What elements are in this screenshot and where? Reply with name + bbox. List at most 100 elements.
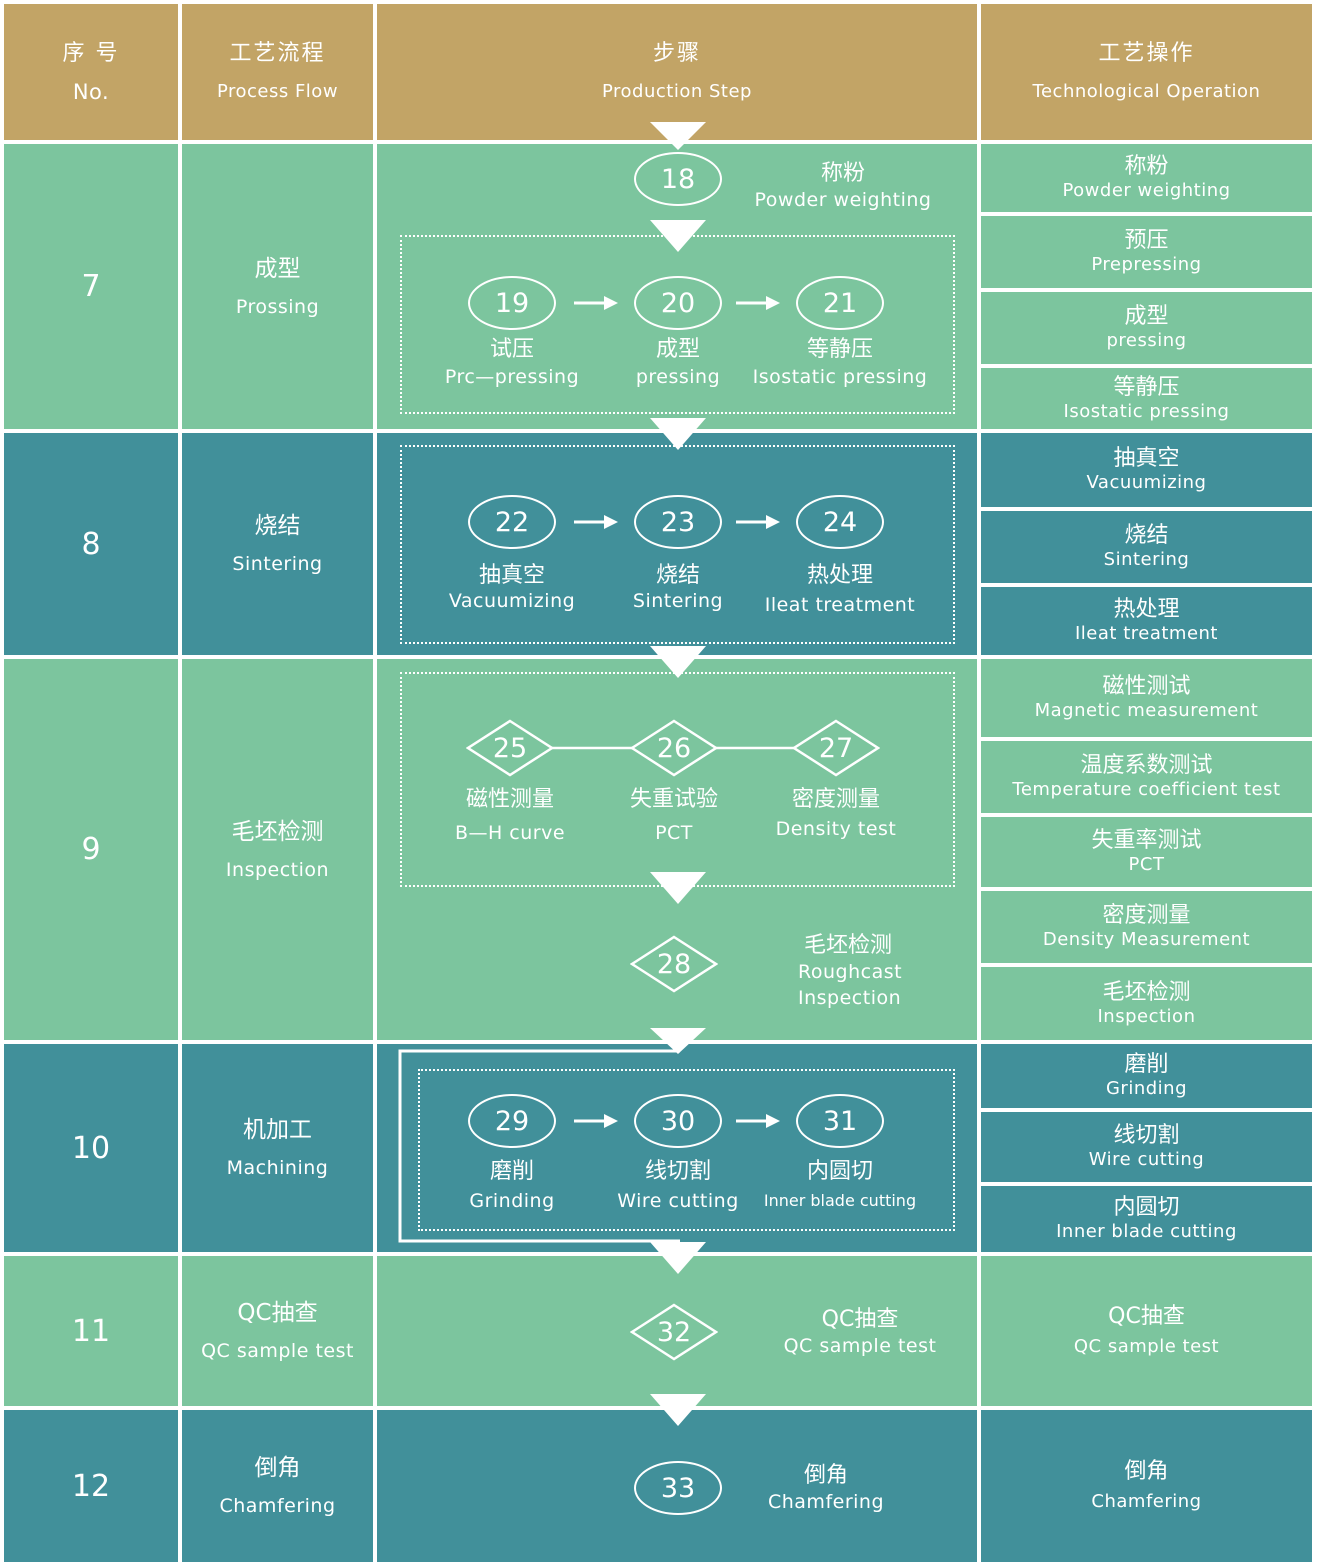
- step-node-29: 29: [468, 1094, 556, 1148]
- down-arrow: [650, 1028, 706, 1054]
- step-node-25: 25: [466, 719, 554, 777]
- step-label-28: 毛坯检测 Roughcast Inspection: [780, 932, 930, 1011]
- row-8-no: 8: [4, 433, 178, 655]
- flow-en: QC sample test: [201, 1340, 354, 1362]
- op-en: Inspection: [1097, 1005, 1196, 1027]
- row-no: 7: [81, 269, 101, 304]
- flow-zh: 机加工: [243, 1117, 312, 1143]
- row-no: 8: [81, 526, 101, 562]
- step-zh: QC抽查: [821, 1307, 899, 1332]
- step-zh: 线切割: [644, 1159, 711, 1184]
- right-arrow: [736, 1114, 780, 1128]
- op-en: pressing: [1106, 330, 1187, 351]
- row-9-flow: 毛坯检测 Inspection: [182, 659, 373, 1040]
- flow-zh: 毛坯检测: [231, 818, 324, 845]
- step-zh: 失重试验: [629, 787, 718, 812]
- step-node-20: 20: [634, 276, 722, 330]
- header-no-en: No.: [72, 80, 110, 104]
- op-en: PCT: [1128, 854, 1165, 875]
- op-en: Vacuumizing: [1086, 472, 1207, 493]
- step-en: Wire cutting: [617, 1190, 739, 1212]
- connector-line: [550, 746, 796, 750]
- step-num: 24: [822, 506, 858, 538]
- flow-zh: 成型: [254, 255, 301, 282]
- header-no-zh: 序 号: [62, 41, 120, 66]
- op-zh: QC抽查: [1108, 1304, 1185, 1329]
- op-en: Density Measurement: [1042, 929, 1251, 950]
- op-en: Prepressing: [1091, 254, 1202, 275]
- step-en: Inspection: [798, 987, 902, 1009]
- step-node-21: 21: [796, 276, 884, 330]
- row-no: 12: [71, 1468, 111, 1504]
- step-en: Roughcast: [798, 961, 903, 983]
- step-num: 23: [660, 506, 696, 538]
- step-label-20: 成型 pressing: [578, 336, 778, 390]
- header-op-zh: 工艺操作: [1098, 41, 1195, 66]
- flow-en: Machining: [226, 1157, 329, 1179]
- row-12-no: 12: [4, 1410, 178, 1562]
- right-arrow: [736, 296, 780, 310]
- step-num: 29: [494, 1105, 530, 1137]
- row-no: 10: [71, 1130, 111, 1166]
- right-arrow: [574, 1114, 618, 1128]
- down-arrow: [650, 646, 706, 678]
- step-num: 26: [656, 732, 692, 764]
- step-en: pressing: [635, 366, 721, 388]
- flow-en: Inspection: [225, 858, 330, 881]
- step-en: Ileat treatment: [764, 594, 916, 616]
- op-en: Temperature coefficient test: [1012, 779, 1281, 800]
- step-zh: 抽真空: [478, 563, 545, 588]
- group-frame-machining: [418, 1069, 955, 1231]
- step-node-32: 32: [630, 1303, 718, 1361]
- op-zh: 抽真空: [1113, 446, 1180, 471]
- step-num: 22: [494, 506, 530, 538]
- row-10-no: 10: [4, 1044, 178, 1252]
- step-en: Prc—pressing: [444, 366, 580, 388]
- step-zh: 成型: [655, 337, 700, 362]
- op-en: Wire cutting: [1088, 1149, 1205, 1170]
- op-zh: 烧结: [1124, 523, 1169, 548]
- right-arrow: [574, 296, 618, 310]
- op-en: Sintering: [1103, 549, 1190, 570]
- step-num: 28: [656, 948, 692, 980]
- step-num: 30: [660, 1105, 696, 1137]
- step-num: 21: [822, 287, 858, 319]
- step-area-10: [377, 1044, 977, 1252]
- op-zh: 毛坯检测: [1102, 979, 1191, 1005]
- row-11-no: 11: [4, 1256, 178, 1406]
- step-node-30: 30: [634, 1094, 722, 1148]
- header-flow-en: Process Flow: [216, 81, 339, 102]
- op-zh: 倒角: [1124, 1459, 1169, 1484]
- op-en: Inner blade cutting: [1056, 1221, 1237, 1242]
- step-en: Sintering: [632, 590, 724, 612]
- step-node-33: 33: [634, 1461, 722, 1515]
- op-zh: 线切割: [1113, 1123, 1180, 1148]
- down-arrow: [650, 1242, 706, 1274]
- header-step-zh: 步骤: [652, 41, 701, 66]
- op-en: Isostatic pressing: [1063, 400, 1230, 422]
- down-arrow: [650, 122, 706, 150]
- step-num: 32: [656, 1316, 692, 1348]
- op-zh: 内圆切: [1113, 1195, 1180, 1220]
- flow-en: Sintering: [232, 553, 323, 575]
- op-en: Chamfering: [1091, 1491, 1202, 1512]
- step-zh: 烧结: [655, 563, 700, 588]
- step-en: Powder weighting: [754, 189, 932, 211]
- down-arrow: [650, 220, 706, 252]
- step-zh: 称粉: [820, 161, 865, 186]
- op-zh: 热处理: [1113, 597, 1180, 622]
